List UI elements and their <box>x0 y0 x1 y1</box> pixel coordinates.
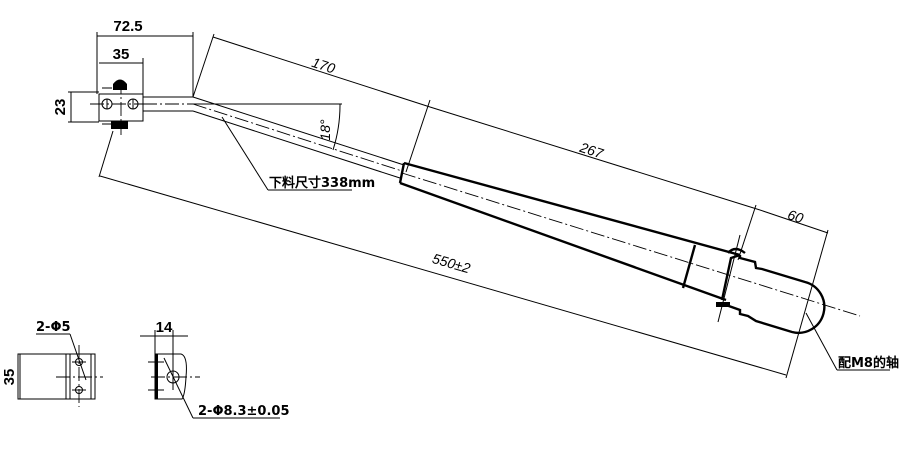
note-blank-length: 下料尺寸338mm <box>269 175 375 191</box>
dim-hole-spacing: 35 <box>113 46 130 63</box>
arm-body <box>398 161 861 317</box>
leaders <box>221 116 890 371</box>
dim-tip-length: 60 <box>786 206 806 226</box>
rod <box>143 96 405 179</box>
clamp-block <box>90 79 150 135</box>
dim-rod-length: 170 <box>310 54 337 77</box>
dim-bend-angle: 18° <box>317 119 333 141</box>
note-large-holes: 2-Φ8.3±0.05 <box>198 404 290 419</box>
arm-tip <box>716 234 826 334</box>
dim-bracket-height: 35 <box>1 369 18 386</box>
dim-arm-length: 267 <box>577 139 606 162</box>
dim-overall-length: 550±2 <box>431 250 473 276</box>
bracket-front-view <box>140 330 280 419</box>
bracket-side-view <box>17 333 103 407</box>
dim-clamp-height: 23 <box>52 99 69 116</box>
dimension-lines <box>68 32 829 379</box>
note-small-holes: 2-Φ5 <box>36 320 71 335</box>
dim-bracket-thickness: 14 <box>156 319 173 336</box>
dim-clamp-width: 72.5 <box>113 18 142 35</box>
note-shaft-fit: 配M8的轴 <box>838 355 899 371</box>
